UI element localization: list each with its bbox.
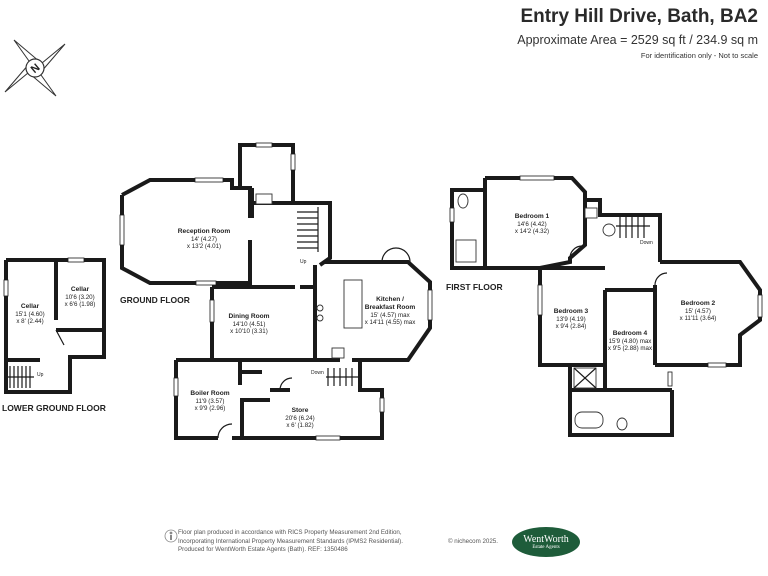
- label-first-floor: FIRST FLOOR: [446, 282, 503, 292]
- store-dim2: x 6' (1.82): [286, 422, 313, 429]
- bedroom3-dim2: x 9'4 (2.84): [556, 323, 587, 330]
- cellar-b-dim2: x 6'6 (1.98): [65, 301, 96, 308]
- page-title: Entry Hill Drive, Bath, BA2: [520, 6, 758, 27]
- reception-name: Reception Room: [178, 228, 231, 235]
- kitchen-dim2: x 14'11 (4.55) max: [365, 319, 416, 326]
- boiler-name: Boiler Room: [190, 390, 229, 397]
- footer-line: Produced for WentWorth Estate Agents (Ba…: [178, 546, 348, 554]
- stair-label-down-ground: Down: [311, 370, 324, 376]
- store-name: Store: [292, 407, 309, 414]
- logo-subtitle: Estate Agents: [532, 545, 560, 550]
- reception-dim2: x 13'2 (4.01): [187, 243, 221, 250]
- copyright: © nichecom 2025.: [448, 538, 498, 545]
- disclaimer: For identification only - Not to scale: [640, 51, 758, 60]
- cellar-b-dim1: 10'6 (3.20): [65, 294, 94, 301]
- approximate-area: Approximate Area = 2529 sq ft / 234.9 sq…: [517, 33, 758, 47]
- wentworth-logo: WentWorth Estate Agents: [512, 527, 580, 557]
- label-lower-ground-floor: LOWER GROUND FLOOR: [2, 403, 106, 413]
- bedroom1-dim1: 14'6 (4.42): [517, 221, 546, 228]
- ipms-person-icon: [164, 529, 178, 543]
- footer-line: Floor plan produced in accordance with R…: [178, 529, 402, 536]
- stair-label-up: Up: [37, 372, 44, 378]
- kitchen-name-2: Breakfast Room: [365, 304, 416, 311]
- kitchen-name-1: Kitchen /: [376, 296, 404, 303]
- boiler-dim2: x 9'9 (2.96): [195, 405, 226, 412]
- ground-floor: Up: [119, 142, 433, 441]
- bedroom2-dim1: 15' (4.57): [685, 308, 711, 315]
- footer-notes: Floor plan produced in accordance with R…: [178, 529, 448, 555]
- label-ground-floor: GROUND FLOOR: [120, 295, 190, 305]
- kitchen-dim1: 15' (4.57) max: [370, 312, 410, 319]
- bedroom1-dim2: x 14'2 (4.32): [515, 228, 549, 235]
- footer-line: Incorporating International Property Mea…: [178, 537, 403, 545]
- bedroom4-name: Bedroom 4: [613, 330, 648, 337]
- bedroom3-name: Bedroom 3: [554, 308, 589, 315]
- stair-label-down-first: Down: [640, 240, 653, 246]
- store-dim1: 20'6 (6.24): [285, 415, 314, 422]
- dining-name: Dining Room: [228, 313, 269, 320]
- stair-label-up-ground: Up: [300, 259, 307, 265]
- bedroom4-dim1: 15'9 (4.80) max: [609, 338, 653, 345]
- boiler-dim1: 11'9 (3.57): [196, 398, 225, 405]
- dining-dim1: 14'10 (4.51): [233, 321, 266, 328]
- lower-ground-floor: Up: [3, 257, 106, 394]
- cellar-a-name: Cellar: [21, 303, 40, 310]
- cellar-a-dim1: 15'1 (4.60): [15, 311, 44, 318]
- cellar-a-dim2: x 8' (2.44): [16, 318, 43, 325]
- bedroom2-dim2: x 11'11 (3.64): [680, 315, 717, 322]
- logo-name: WentWorth: [523, 534, 569, 545]
- reception-dim1: 14' (4.27): [191, 236, 217, 243]
- bedroom3-dim1: 13'9 (4.19): [556, 316, 585, 323]
- dining-dim2: x 10'10 (3.31): [230, 328, 268, 335]
- first-floor: Down: [449, 175, 763, 437]
- bedroom2-name: Bedroom 2: [681, 300, 716, 307]
- cellar-b-name: Cellar: [71, 286, 90, 293]
- bedroom1-name: Bedroom 1: [515, 213, 550, 220]
- compass-icon: N: [4, 39, 66, 97]
- bedroom4-dim2: x 9'5 (2.88) max: [608, 345, 653, 352]
